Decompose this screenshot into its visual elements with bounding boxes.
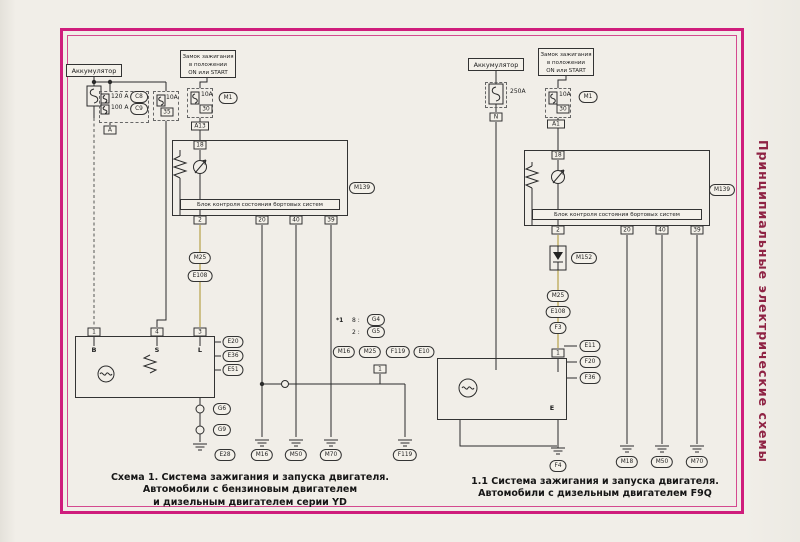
right-connector-m139: M139 (708, 184, 736, 196)
left-ignition-line1: Замок зажигания (182, 54, 234, 60)
left-fuse2-number: 35 (160, 107, 174, 117)
right-ignition-switch-box: Замок зажигания в положении ON или START (538, 48, 594, 76)
right-bcm-pin-18: 18 (551, 150, 565, 160)
left-fuse-block-a: A (103, 125, 117, 135)
left-connector-m1: M1 (218, 92, 238, 104)
left-gen-terminal-b: B (91, 346, 97, 354)
left-bcm-out-pin-2: 2 (193, 215, 207, 225)
right-bcm-out-pin-20: 20 (620, 225, 634, 235)
left-diagram-caption: Схема 1. Система зажигания и запуска дви… (85, 472, 415, 509)
left-bcm-out-pin-20: 20 (255, 215, 269, 225)
right-box-pin-1: 1 (551, 348, 565, 358)
left-connector-e51: E51 (222, 364, 244, 376)
right-connector-f20: F20 (579, 356, 601, 368)
right-fuse2-block-a1: A1 (547, 119, 565, 129)
left-splice-g6: G6 (212, 403, 232, 415)
left-connector-e108: E108 (187, 270, 213, 282)
right-ignition-line1: Замок зажигания (540, 52, 592, 58)
right-battery-box: Аккумулятор (468, 58, 524, 71)
left-fuse2-amp-label: 10A (166, 94, 178, 101)
right-ground-m70: M70 (685, 456, 709, 468)
left-connector-e20: E20 (222, 336, 244, 348)
left-fuse-100a-label: 100 A (111, 104, 129, 111)
magenta-frame-outer (60, 28, 744, 514)
right-starter-box (437, 358, 567, 420)
right-fuse1-amp-label: 250A (510, 88, 526, 95)
right-ground-f4: F4 (549, 460, 567, 472)
right-fuse1-block (485, 82, 507, 108)
left-bcm-out-pin-40: 40 (289, 215, 303, 225)
left-note-oval-e10: E10 (413, 346, 435, 358)
right-connector-m152: M152 (570, 252, 598, 264)
left-note-line1: 8 : (352, 317, 360, 324)
left-ignition-line2: в положении (189, 61, 227, 68)
left-fuse2-block (153, 91, 179, 121)
left-fuse3-block-a13: A13 (191, 121, 209, 131)
left-connector-m139: M139 (348, 182, 376, 194)
left-generator-box (75, 336, 215, 398)
left-connector-e36: E36 (222, 350, 244, 362)
left-note-pin-1: 1 (373, 364, 387, 374)
left-splice-g9: G9 (212, 424, 232, 436)
right-box-terminal-e: E (549, 404, 555, 412)
left-fuse-c9-connector: C9 (130, 103, 148, 115)
left-fuse3-number: 30 (199, 104, 213, 114)
left-gen-terminal-l: L (197, 346, 203, 354)
left-caption-line2: Автомобили с бензиновым двигателем (142, 484, 358, 496)
right-diagram-caption: 1.1 Система зажигания и запуска двигател… (440, 476, 750, 501)
left-fuse3-amp-label: 10A (201, 91, 213, 98)
left-connector-m25: M25 (188, 252, 212, 264)
right-bcm-out-pin-40: 40 (655, 225, 669, 235)
left-ignition-switch-box: Замок зажигания в положении ON или START (180, 50, 236, 78)
right-ground-m50: M50 (650, 456, 674, 468)
left-note-oval-m25: M25 (358, 346, 382, 358)
left-note-star: *1 (336, 317, 344, 324)
right-connector-e11: E11 (579, 340, 601, 352)
left-ground-m70: M70 (319, 449, 343, 461)
left-caption-line3: и дизельным двигателем серии YD (153, 496, 347, 508)
right-fuse2-amp-label: 10A (559, 91, 571, 98)
right-connector-m25: M25 (546, 290, 570, 302)
left-gen-terminal-s: S (154, 346, 160, 354)
right-ignition-line3: ON или START (546, 67, 586, 74)
left-note-oval-m16: M16 (332, 346, 356, 358)
left-battery-box: Аккумулятор (66, 64, 122, 77)
right-caption-line1: 1.1 Система зажигания и запуска двигател… (471, 476, 719, 487)
left-ground-f119: F119 (392, 449, 418, 461)
right-connector-e108: E108 (545, 306, 571, 318)
page-side-title: Принципиальные электрические схемы (756, 140, 771, 463)
right-bcm-label: Блок контроля состояния бортовых систем (532, 209, 702, 220)
left-fuse-120a-label: 120 A (111, 93, 129, 100)
left-note-oval-f119: F119 (385, 346, 411, 358)
right-ignition-line2: в положении (547, 59, 585, 66)
right-fuse2-block (545, 88, 571, 118)
right-bcm-out-pin-2: 2 (551, 225, 565, 235)
left-note-connector-g5: G5 (366, 326, 386, 338)
right-caption-line2: Автомобили с дизельным двигателем F9Q (478, 488, 712, 500)
right-connector-f36: F36 (579, 372, 601, 384)
left-fuse3-block (187, 88, 213, 118)
left-bcm-pin-18: 18 (193, 140, 207, 150)
magenta-frame-inner (67, 35, 737, 507)
left-ignition-line3: ON или START (188, 69, 228, 76)
left-ground-m50: M50 (284, 449, 308, 461)
left-fuse-c8-connector: C8 (130, 91, 148, 103)
left-ground-e28: E28 (214, 449, 236, 461)
right-fuse1-block-n: N (489, 112, 503, 122)
left-bcm-label: Блок контроля состояния бортовых систем (180, 199, 340, 210)
right-connector-m1: M1 (578, 91, 598, 103)
left-note-line2: 2 : (352, 329, 360, 336)
right-fuse2-number: 30 (556, 104, 570, 114)
left-note-connector-g4: G4 (366, 314, 386, 326)
left-bcm-out-pin-39: 39 (324, 215, 338, 225)
left-caption-line1: Схема 1. Система зажигания и запуска дви… (110, 472, 390, 483)
left-ground-m16: M16 (250, 449, 274, 461)
right-bcm-out-pin-39: 39 (690, 225, 704, 235)
right-ground-m18: M18 (615, 456, 639, 468)
right-connector-f3: F3 (549, 322, 567, 334)
left-fusible-link-block (99, 91, 149, 123)
